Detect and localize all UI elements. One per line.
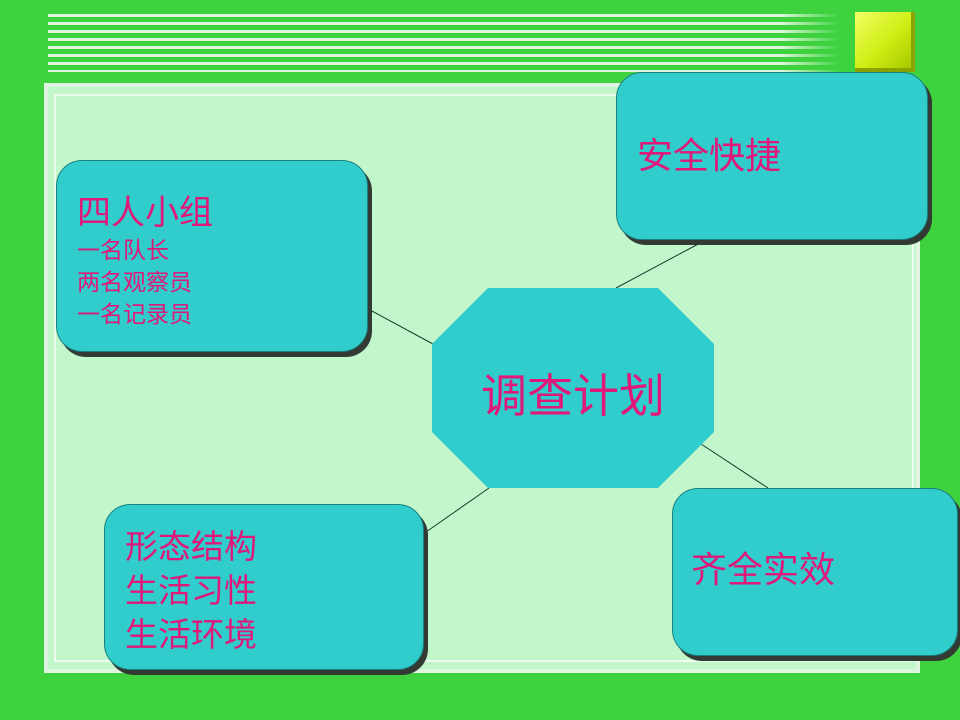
connector-effect [697,441,769,489]
header-stripes [48,14,838,72]
node-safe-label: 安全快捷 [637,136,782,177]
node-effect-label: 齐全实效 [691,550,836,591]
node-team-line-3: 一名记录员 [77,302,192,328]
node-team-line-2: 两名观察员 [77,270,192,296]
node-safe: 安全快捷 [616,72,928,240]
header-stripes-fade [780,14,840,72]
node-team: 四人小组 一名队长 两名观察员 一名记录员 [56,160,368,352]
node-team-title: 四人小组 [77,193,213,233]
connector-safe [615,241,703,289]
node-effect: 齐全实效 [672,488,958,656]
center-octagon [432,288,714,488]
connector-traits [425,487,490,533]
node-traits: 形态结构 生活习性 生活环境 [104,504,424,670]
node-traits-line-1: 形态结构 [125,527,257,566]
center-label: 调查计划 [481,369,665,423]
node-team-line-1: 一名队长 [77,238,169,264]
content-panel-border [54,94,914,662]
node-traits-line-2: 生活习性 [125,571,257,610]
node-traits-line-3: 生活环境 [125,615,257,654]
corner-square-decoration [855,12,915,72]
connector-team [369,309,434,345]
